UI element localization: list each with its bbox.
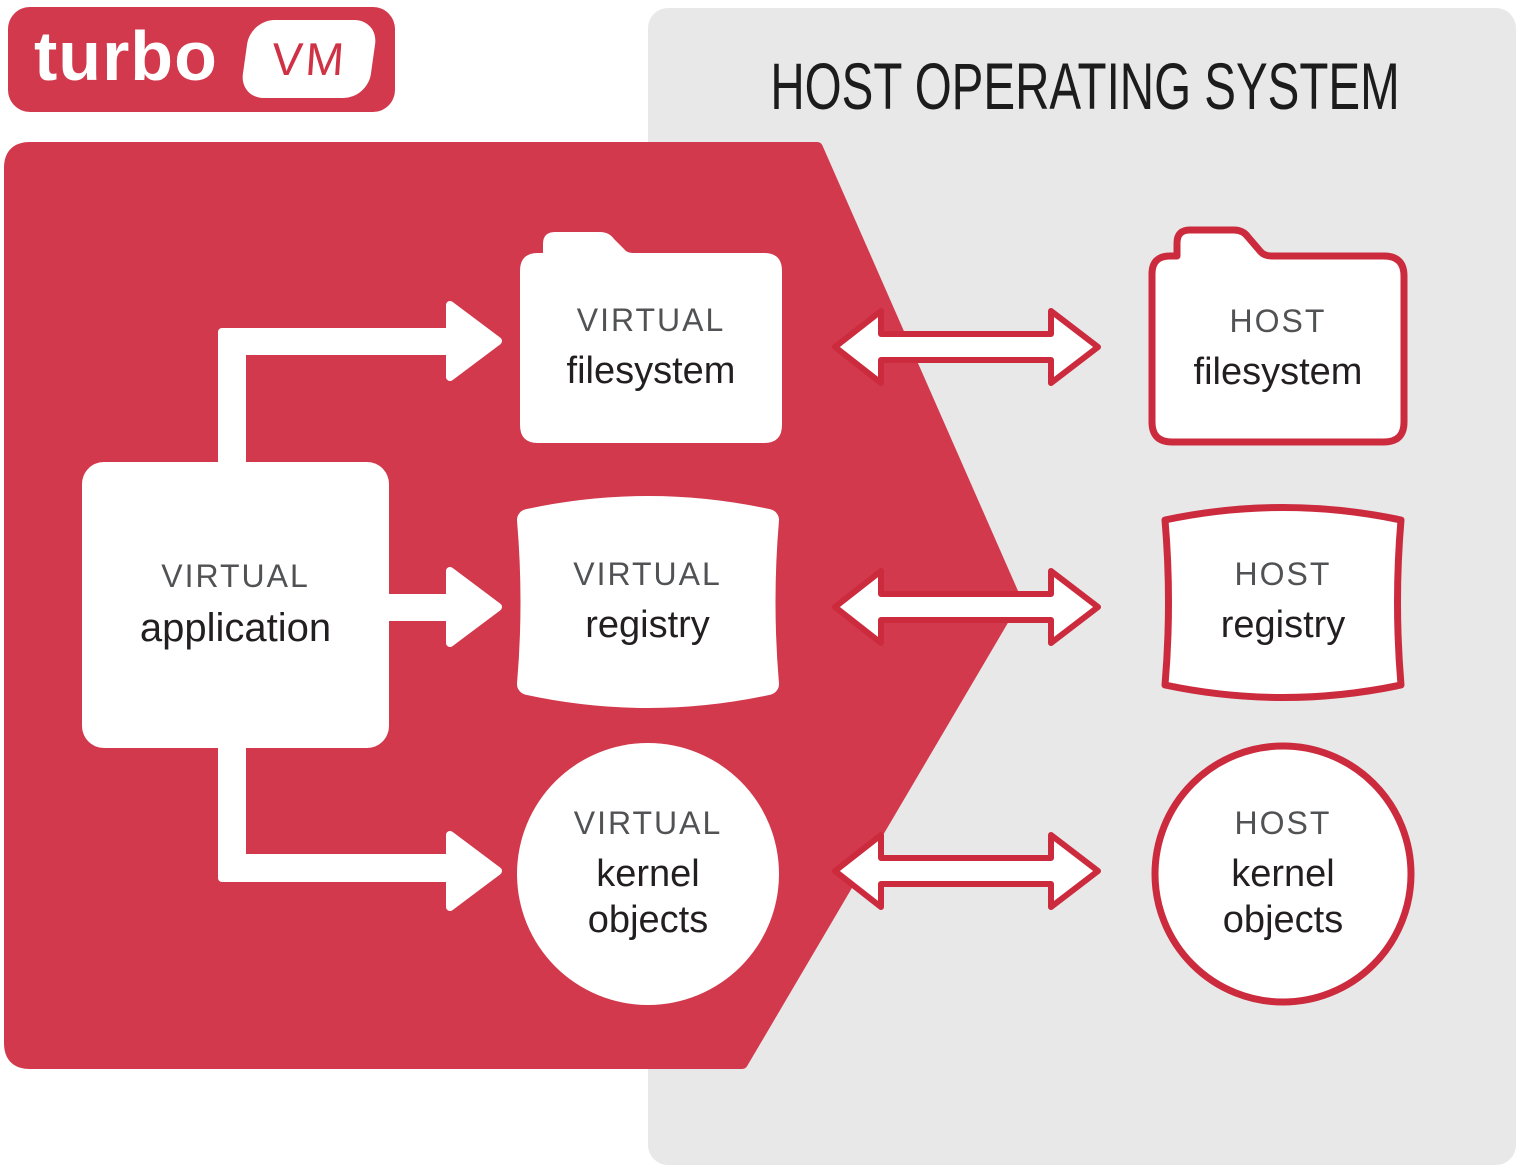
host-filesystem-folder-icon xyxy=(1148,226,1408,446)
turbo-vm-logo: turbo VM xyxy=(8,7,395,112)
virtual-application-box xyxy=(82,462,389,748)
connector-arrow-app-to-filesystem xyxy=(218,301,502,466)
connector-arrow-app-to-registry xyxy=(385,567,502,647)
virtual-kernel-objects-circle xyxy=(517,743,779,1005)
logo-brand-text: turbo xyxy=(34,16,218,95)
host-registry-hive-icon xyxy=(1161,504,1405,701)
sync-arrow-registry xyxy=(832,568,1101,646)
virtual-registry-hive-icon xyxy=(517,496,779,708)
sync-arrow-kernel xyxy=(832,832,1101,910)
virtual-filesystem-folder-icon xyxy=(520,232,782,443)
host-kernel-objects-circle xyxy=(1151,742,1415,1006)
host-os-title: HOST OPERATING SYSTEM xyxy=(770,49,1400,123)
vm-badge: VM xyxy=(239,20,379,98)
vm-badge-text: VM xyxy=(269,33,349,85)
sync-arrow-filesystem xyxy=(832,308,1101,386)
connector-arrow-app-to-kernel xyxy=(218,744,502,911)
